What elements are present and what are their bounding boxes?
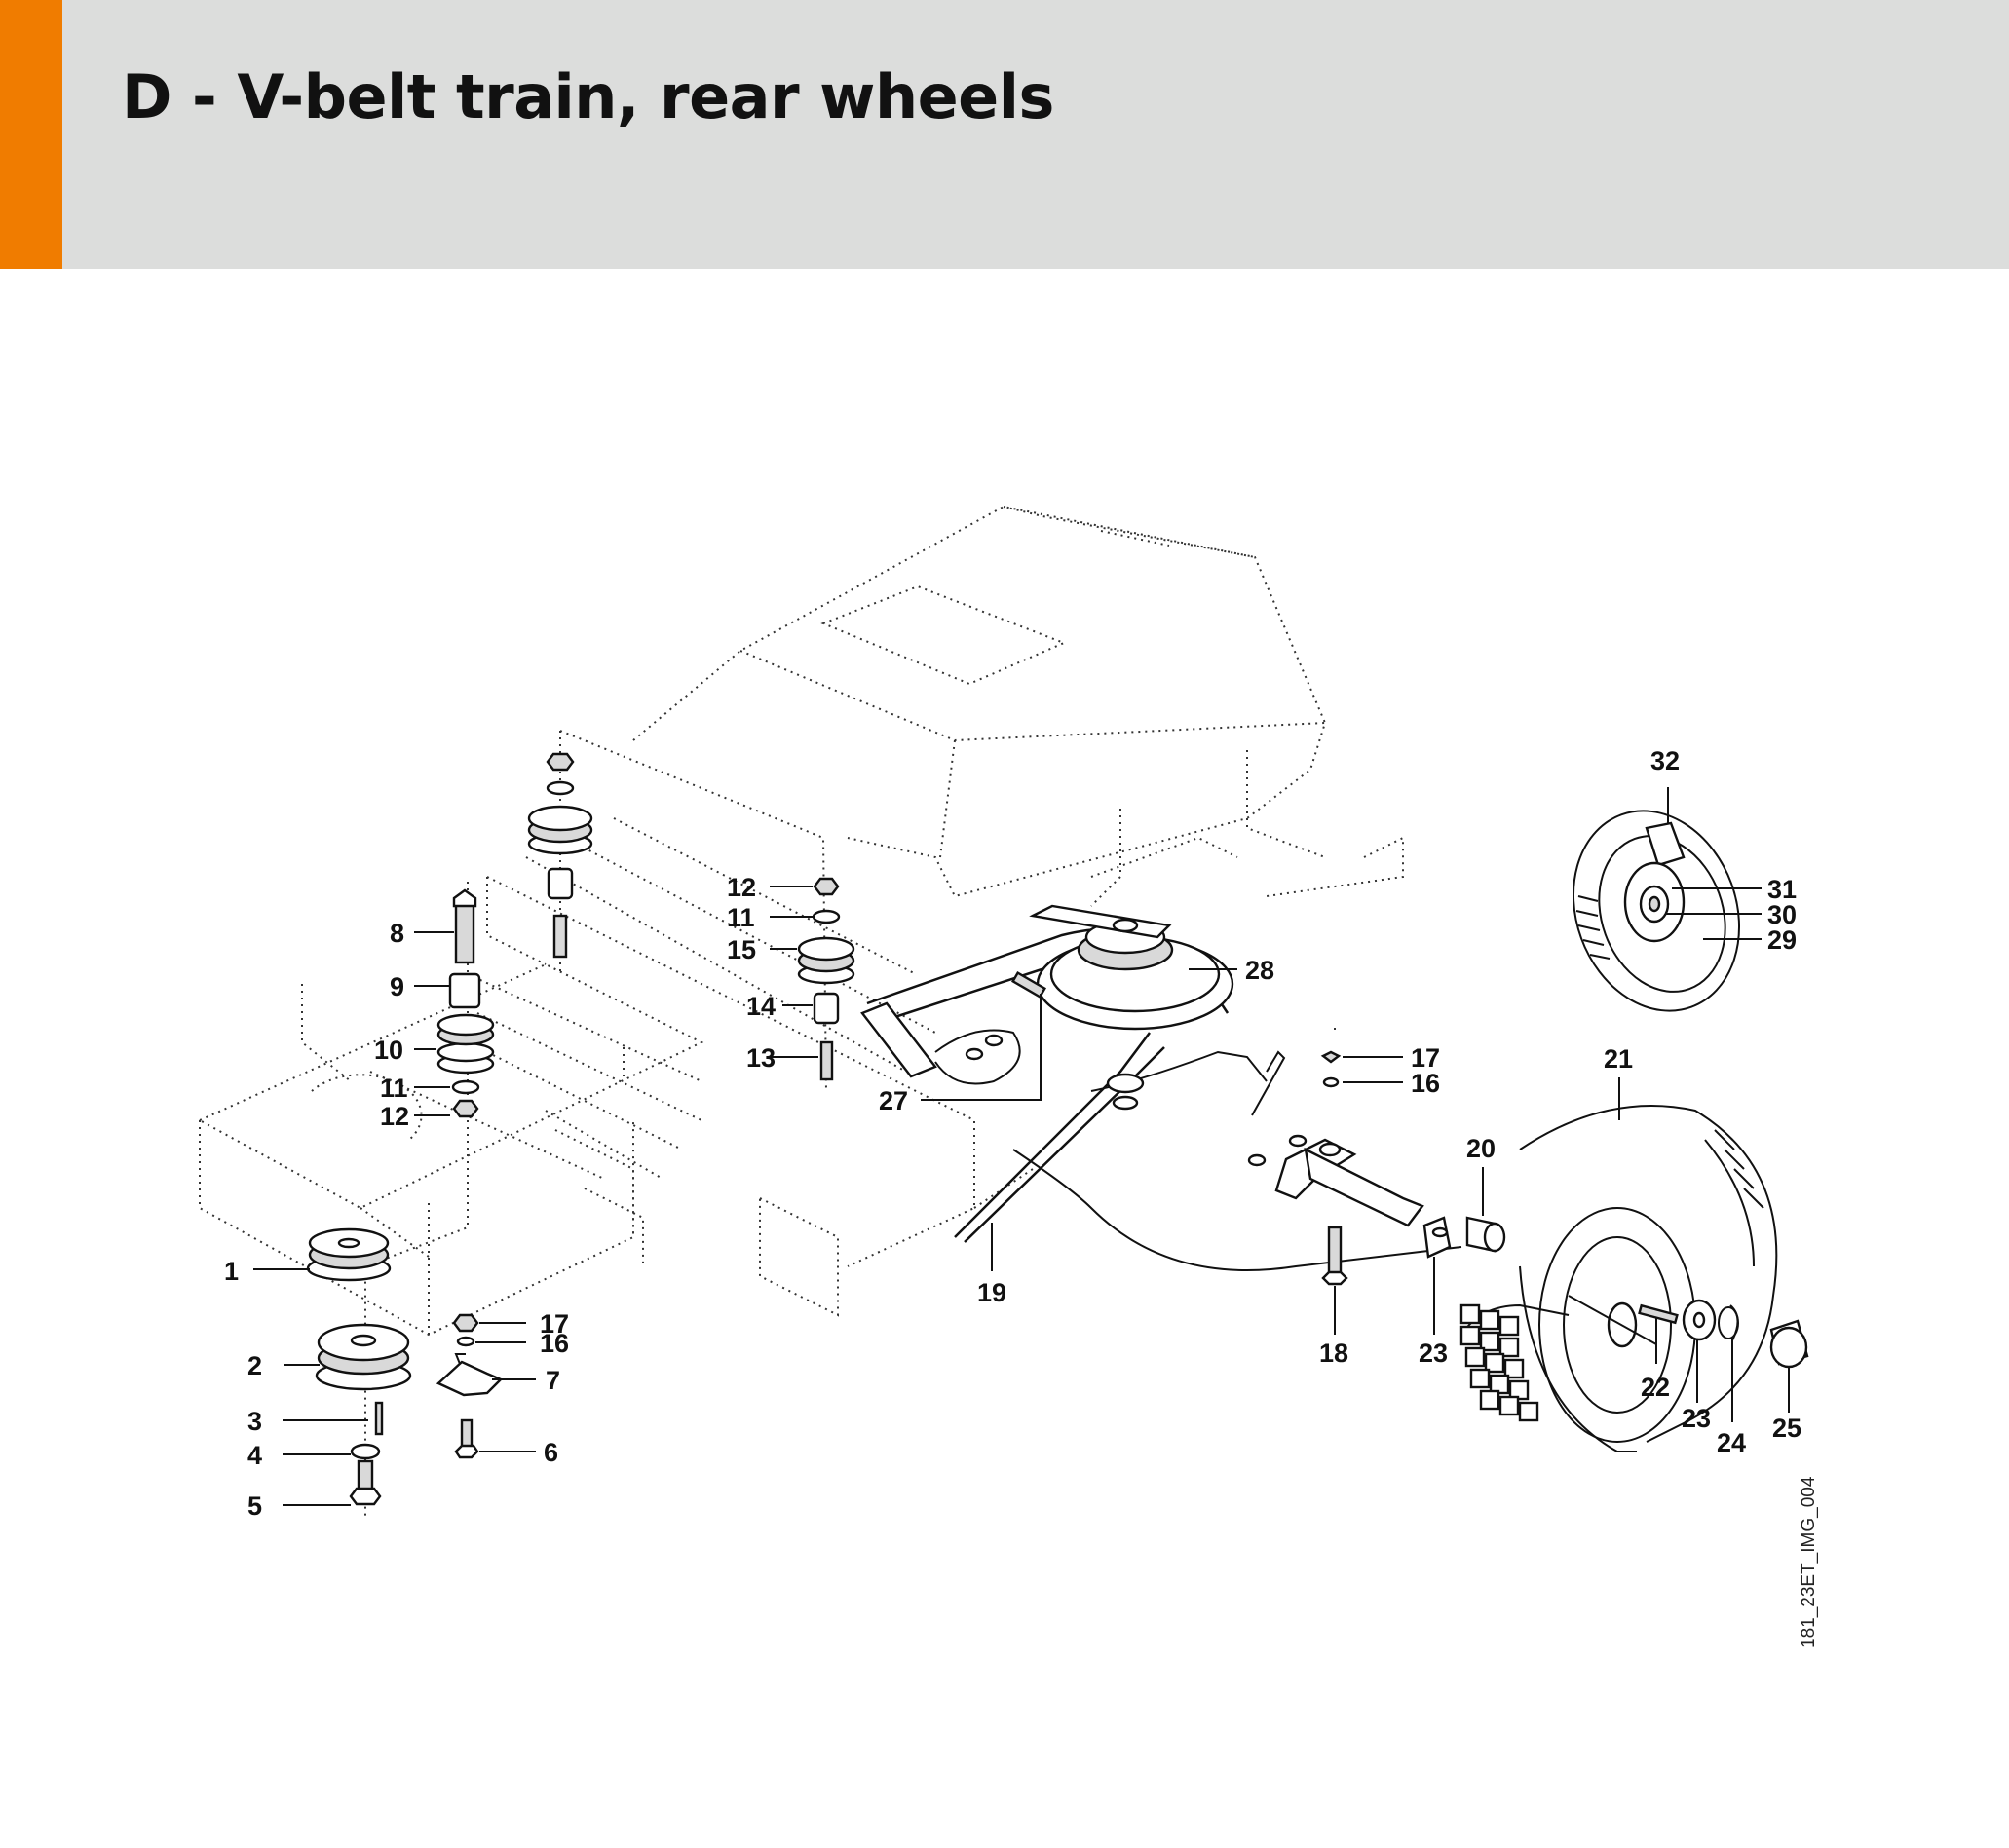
callout-2: 2 <box>247 1351 262 1380</box>
callout-19: 19 <box>977 1278 1006 1307</box>
engine-mount-upper <box>527 752 593 959</box>
callout-17-left: 17 <box>540 1309 569 1339</box>
callout-27: 27 <box>879 1086 908 1115</box>
page-title: D - V-belt train, rear wheels <box>122 61 1054 132</box>
callout-6: 6 <box>544 1438 558 1467</box>
rear-wheel <box>1459 1105 1809 1452</box>
callout-14: 14 <box>746 992 776 1021</box>
callout-12-right: 12 <box>727 873 756 902</box>
callout-22: 22 <box>1641 1373 1670 1402</box>
callout-20: 20 <box>1466 1134 1496 1163</box>
callout-11-right: 11 <box>727 903 755 932</box>
callout-7: 7 <box>546 1366 560 1395</box>
callout-29: 29 <box>1767 925 1797 955</box>
callout-12-left: 12 <box>380 1102 409 1131</box>
callout-23-axle: 23 <box>1419 1339 1448 1368</box>
callout-4: 4 <box>247 1441 262 1470</box>
callout-5: 5 <box>247 1491 262 1521</box>
callout-30: 30 <box>1767 900 1797 929</box>
tread-pattern <box>1459 1303 1539 1422</box>
callout-24: 24 <box>1717 1428 1746 1457</box>
callout-23-wheel: 23 <box>1682 1404 1711 1433</box>
header-band: D - V-belt train, rear wheels <box>0 0 2009 269</box>
engine-mount-right <box>797 877 855 1081</box>
callout-18: 18 <box>1319 1339 1348 1368</box>
tractor-body-outline <box>197 505 1404 1337</box>
callout-9: 9 <box>390 972 404 1001</box>
callout-32: 32 <box>1650 746 1680 775</box>
callout-16-right: 16 <box>1411 1069 1440 1098</box>
callout-13: 13 <box>746 1043 776 1073</box>
engine-mount-left <box>436 888 495 1118</box>
accent-bar <box>0 0 62 269</box>
leader-lines <box>253 787 1790 1506</box>
front-wheel <box>1572 810 1741 1012</box>
image-code: 181_23ET_IMG_004 <box>1799 1476 1819 1648</box>
v-belt-and-variator <box>860 904 1462 1271</box>
callout-3: 3 <box>247 1407 262 1436</box>
callout-16-left: 16 <box>540 1329 569 1358</box>
callout-17-right: 17 <box>1411 1043 1440 1073</box>
alignment-lines <box>364 730 1336 1520</box>
callout-15: 15 <box>727 935 756 964</box>
callout-labels: 1 2 3 4 5 6 7 8 9 10 11 12 12 11 15 14 1… <box>224 746 1801 1521</box>
idler-bracket <box>436 1313 504 1459</box>
callout-25: 25 <box>1772 1414 1801 1443</box>
callout-11-left: 11 <box>380 1074 408 1103</box>
callout-28: 28 <box>1245 956 1274 985</box>
callout-21: 21 <box>1604 1044 1633 1074</box>
engine-pulley-stack <box>306 1227 412 1506</box>
callout-8: 8 <box>390 919 404 948</box>
exploded-parts-diagram: 1 2 3 4 5 6 7 8 9 10 11 12 12 11 15 14 1… <box>0 269 2009 1843</box>
callout-10: 10 <box>374 1036 403 1065</box>
callout-1: 1 <box>224 1257 239 1286</box>
callout-31: 31 <box>1767 875 1797 904</box>
rear-axle <box>1247 1050 1506 1286</box>
